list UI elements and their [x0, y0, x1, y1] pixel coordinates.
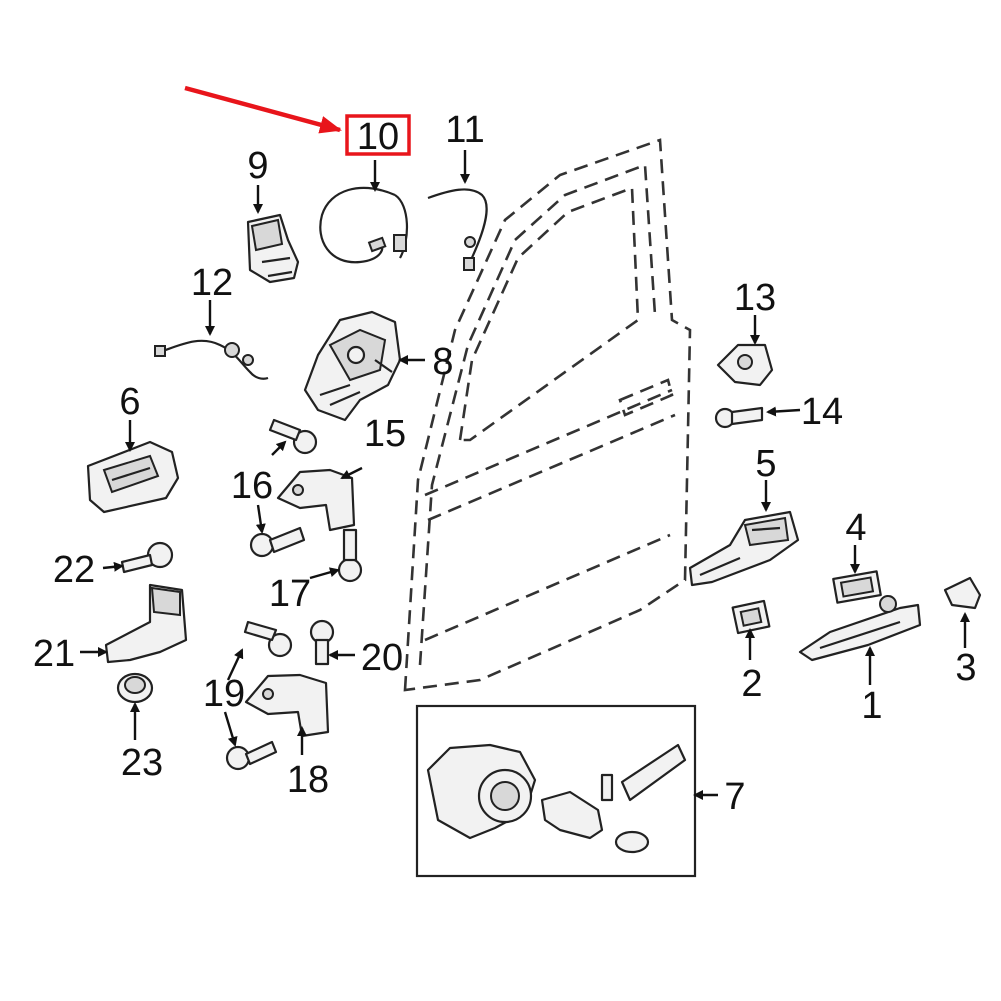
part-16-bolt	[249, 418, 318, 558]
callout-label-12: 12	[191, 262, 233, 304]
part-1-outer-handle	[798, 595, 922, 662]
part-13-striker	[716, 343, 774, 387]
part-21-door-check	[104, 583, 188, 664]
callout-label-2: 2	[741, 663, 762, 705]
part-12-cable	[154, 339, 269, 380]
part-10-cable	[319, 186, 409, 264]
part-2-gasket	[731, 599, 771, 635]
part-14-screw	[714, 406, 764, 429]
part-23-grommet	[116, 672, 154, 704]
callout-label-3: 3	[955, 647, 976, 689]
part-6-inner-handle	[86, 440, 180, 514]
callout-label-17: 17	[269, 573, 311, 615]
callout-label-21: 21	[33, 633, 75, 675]
callout-label-9: 9	[247, 145, 268, 187]
callout-label-8: 8	[432, 341, 453, 383]
callout-label-20: 20	[361, 637, 403, 679]
part-22-bolt	[120, 541, 174, 574]
callout-label-14: 14	[801, 391, 843, 433]
callout-label-23: 23	[121, 742, 163, 784]
part-17-bolt	[337, 528, 363, 583]
part-15-hinge	[276, 468, 356, 532]
callout-label-7: 7	[724, 776, 745, 818]
part-3-cap	[943, 576, 982, 610]
highlight-arrow	[184, 85, 342, 134]
callout-label-11: 11	[445, 109, 484, 151]
callout-label-5: 5	[755, 443, 776, 485]
leader-lines	[80, 150, 970, 800]
callout-label-15: 15	[364, 413, 406, 455]
part-18-hinge	[244, 673, 330, 738]
callout-label-1: 1	[861, 685, 882, 727]
callout-label-13: 13	[734, 277, 776, 319]
callout-label-10: 10	[357, 116, 399, 158]
part-4-gasket	[832, 570, 882, 604]
callout-label-18: 18	[287, 759, 329, 801]
part-19-bolt	[225, 620, 293, 771]
callout-label-16: 16	[231, 465, 273, 507]
part-5-handle-carrier	[688, 510, 800, 587]
callout-labels: 10 9 11 12 8 6 13 14 5 4 3 2 1 7 15 16 1…	[33, 109, 977, 818]
callout-label-19: 19	[203, 673, 245, 715]
callout-label-22: 22	[53, 549, 95, 591]
callout-label-4: 4	[845, 507, 866, 549]
part-7-lock-cylinder-kit	[415, 704, 697, 878]
part-11-cable	[427, 188, 488, 271]
door-outline	[403, 138, 692, 692]
part-9-actuator	[246, 213, 300, 284]
highlight-box	[345, 114, 411, 156]
part-20-bolt	[309, 619, 335, 666]
part-8-latch	[303, 310, 402, 422]
callout-label-6: 6	[119, 381, 140, 423]
